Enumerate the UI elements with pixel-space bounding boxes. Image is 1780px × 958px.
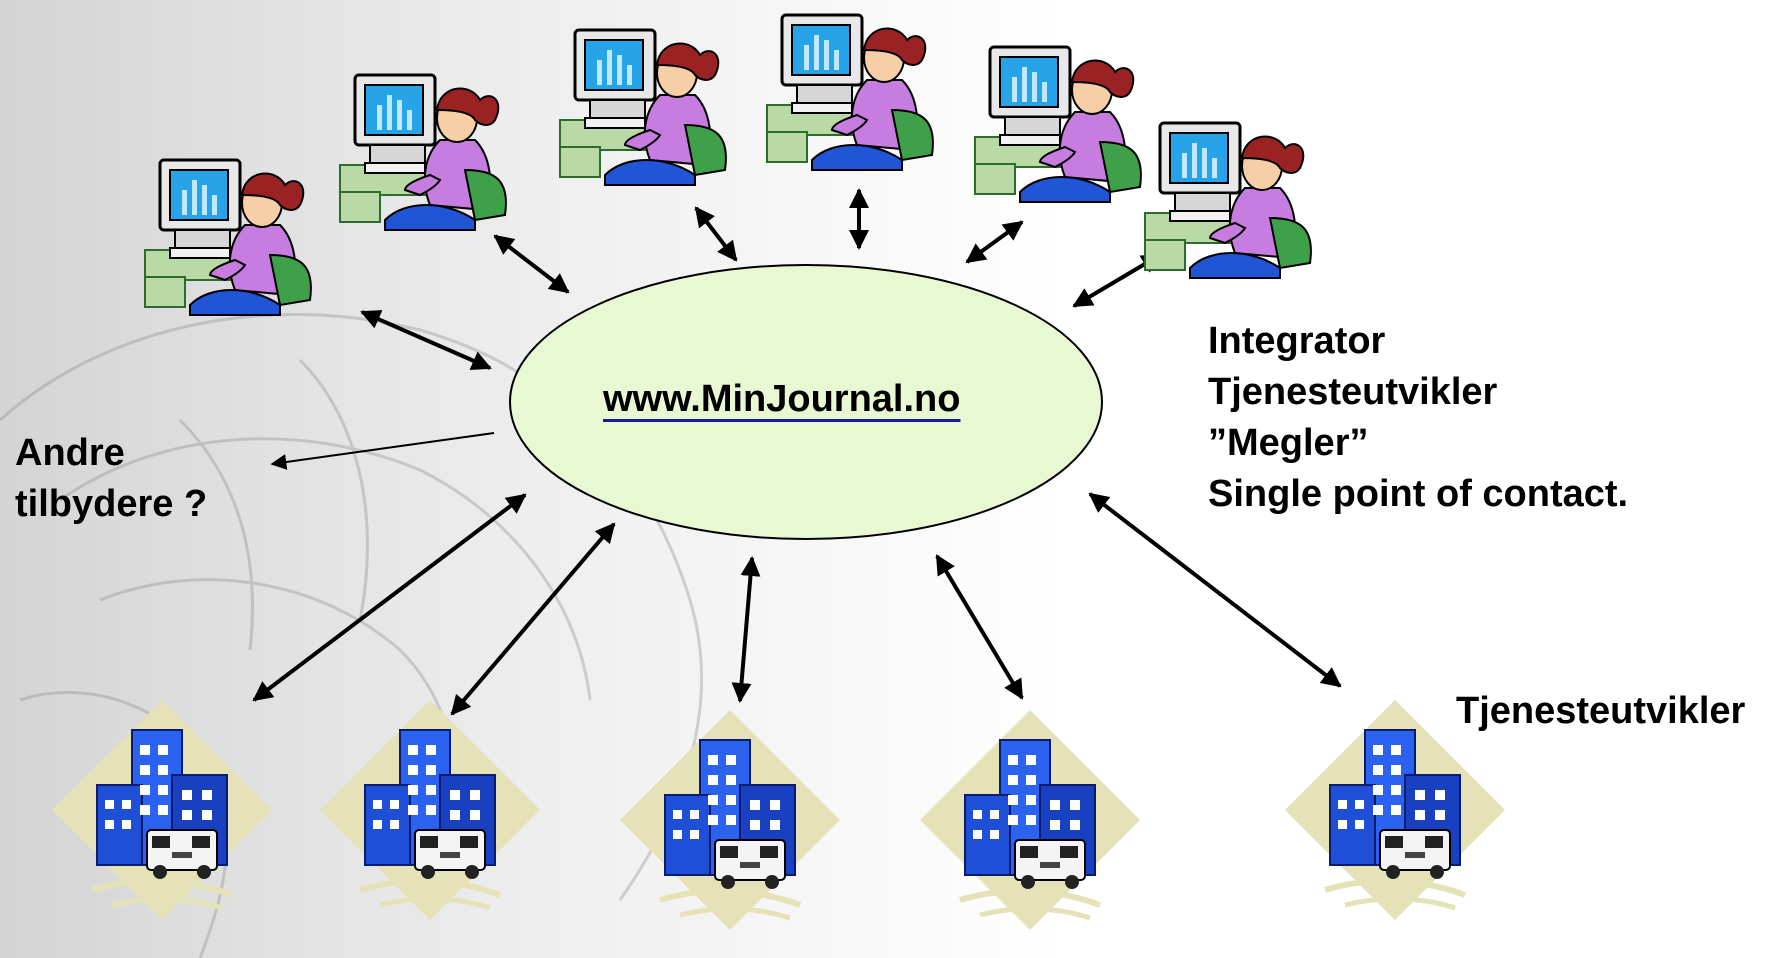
arrow-hospital-3 [731, 556, 761, 703]
role-line4: Single point of contact. [1208, 473, 1629, 515]
arrow-hospital-5 [1088, 492, 1342, 688]
tjenesteutvikler-label: Tjenesteutvikler [1456, 690, 1746, 732]
arrow-user-2 [493, 234, 570, 294]
arrow-user-3 [694, 206, 738, 262]
role-list: Integrator Tjenesteutvikler ”Megler” Sin… [1208, 316, 1628, 520]
role-line1: Integrator [1208, 320, 1386, 362]
arrow-user-5 [965, 220, 1024, 264]
arrow-hospital-2 [450, 522, 616, 716]
arrow-hospital-4 [935, 554, 1024, 700]
arrows [252, 188, 1342, 716]
andre-tilbydere-label: Andre tilbydere ? [15, 428, 207, 530]
andre-tilbydere-line2: tilbydere ? [15, 483, 208, 525]
arrow-user-1 [360, 310, 492, 370]
arrow-andre-tilbydere [270, 432, 495, 470]
center-ellipse [509, 264, 1103, 540]
role-line3: ”Megler” [1208, 422, 1369, 464]
role-line2: Tjenesteutvikler [1208, 371, 1498, 413]
minjournal-link[interactable]: www.MinJournal.no [603, 378, 961, 420]
andre-tilbydere-line1: Andre [15, 432, 125, 474]
